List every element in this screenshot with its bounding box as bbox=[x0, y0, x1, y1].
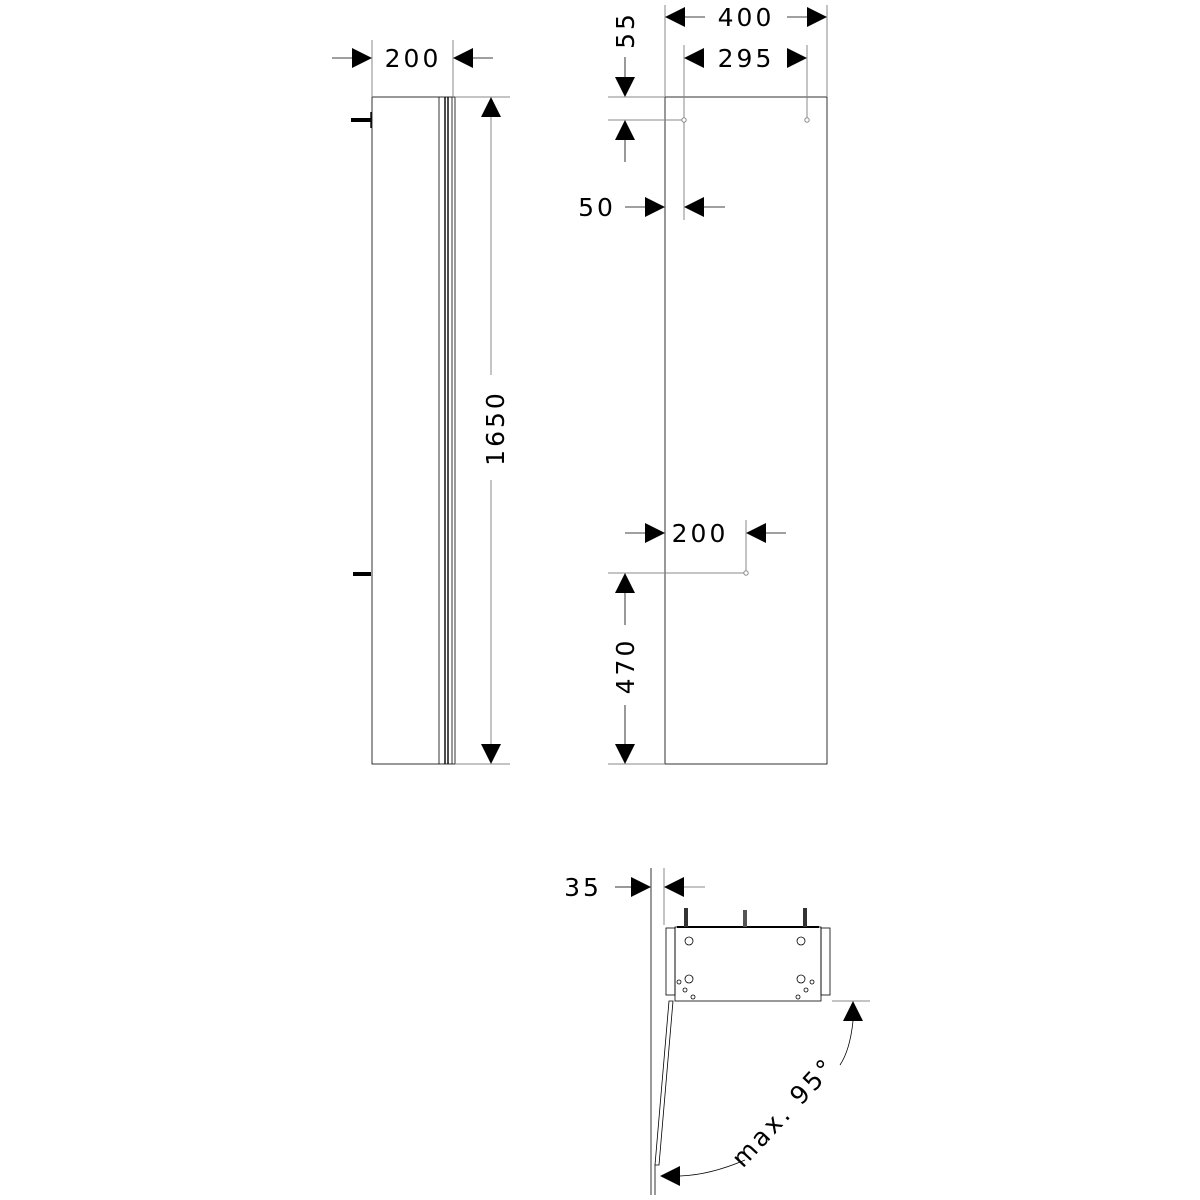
hinge-bottom-icon bbox=[353, 572, 371, 576]
side-offset-label: 50 bbox=[578, 193, 616, 222]
open-door bbox=[654, 1000, 674, 1166]
side-view: 200 1650 bbox=[332, 40, 510, 765]
cabinet-side-outline bbox=[371, 96, 456, 765]
hole-spacing-label: 295 bbox=[718, 44, 775, 73]
mount-hole-icon bbox=[681, 117, 687, 123]
gap-label: 35 bbox=[564, 873, 602, 902]
lower-hole-height-label: 470 bbox=[611, 638, 640, 695]
cabinet-front-outline bbox=[664, 96, 828, 765]
side-width-label: 200 bbox=[385, 44, 442, 73]
plan-view: 35 max. 95° bbox=[564, 868, 870, 1195]
lower-hole-offset-label: 200 bbox=[672, 519, 729, 548]
hinge-top-icon bbox=[351, 112, 372, 128]
top-offset-label: 55 bbox=[611, 11, 640, 49]
angle-label: max. 95° bbox=[726, 1052, 842, 1173]
front-width-label: 400 bbox=[718, 3, 775, 32]
cabinet-plan-outline bbox=[674, 926, 822, 1002]
mount-hole-icon bbox=[804, 117, 810, 123]
side-height-label: 1650 bbox=[481, 390, 510, 466]
mount-hole-icon bbox=[743, 570, 749, 576]
front-view: 400 295 55 50 200 470 bbox=[578, 3, 828, 765]
screw-icon bbox=[684, 908, 807, 927]
